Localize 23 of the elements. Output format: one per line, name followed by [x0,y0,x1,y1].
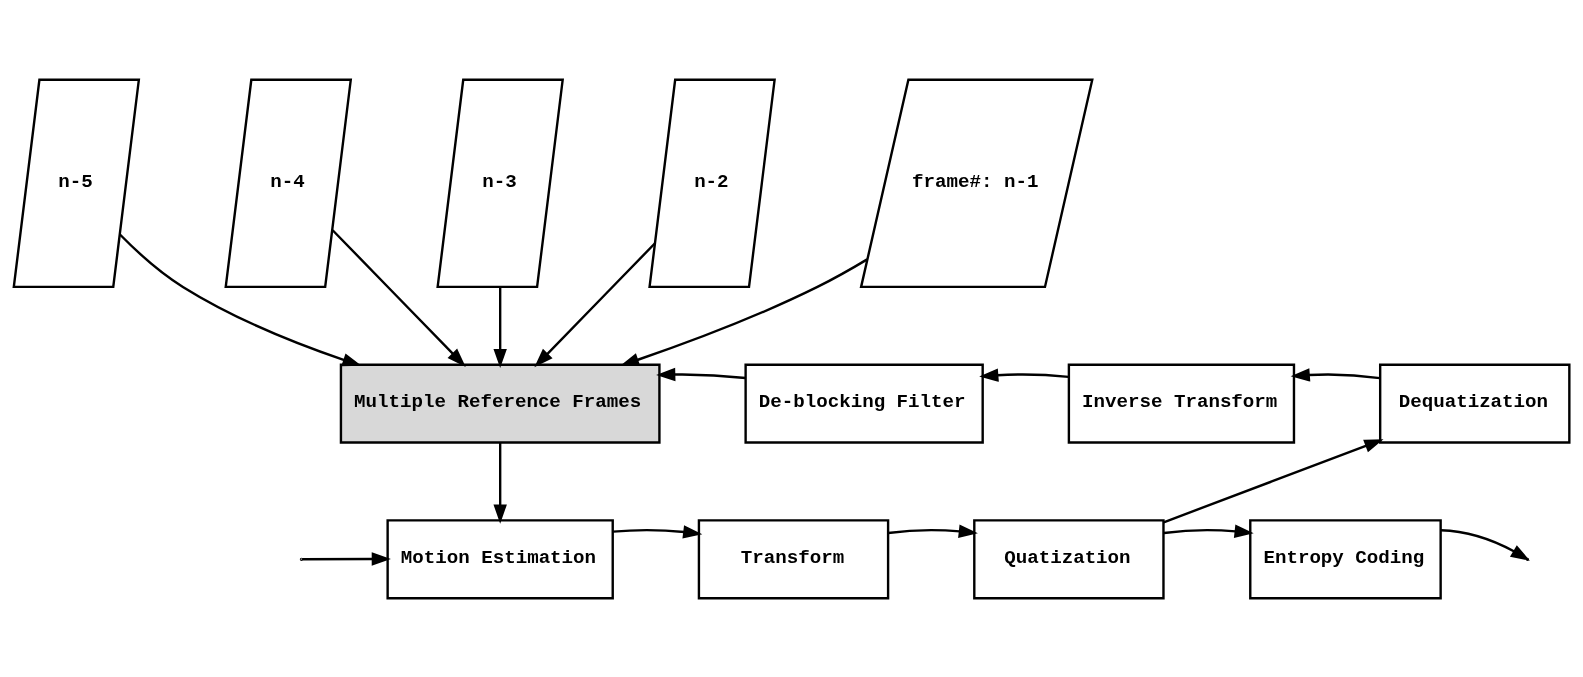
arrow [493,286,507,368]
arrow [1440,528,1530,561]
arrow [1163,438,1384,523]
arrow [1290,367,1381,382]
arrow [888,524,978,538]
arrow [119,233,362,366]
arrow [534,242,656,367]
arrow [302,551,391,566]
arrow [493,442,507,524]
node-box: Dequatization [1379,363,1571,444]
node-box: Multiple Reference Frames [339,363,661,444]
node-box: De-blocking Filter [744,363,984,444]
arrow [331,228,466,367]
node-box: Inverse Transform [1067,363,1296,444]
arrow [656,367,746,381]
node-box: Entropy Coding [1249,518,1442,599]
arrow [1163,524,1254,538]
arrow [619,257,868,366]
arrow [979,367,1069,382]
node-box: Motion Estimation [386,518,614,599]
node-box: Transform [697,518,890,599]
node-box: Quatization [973,518,1165,599]
arrow [612,524,703,539]
